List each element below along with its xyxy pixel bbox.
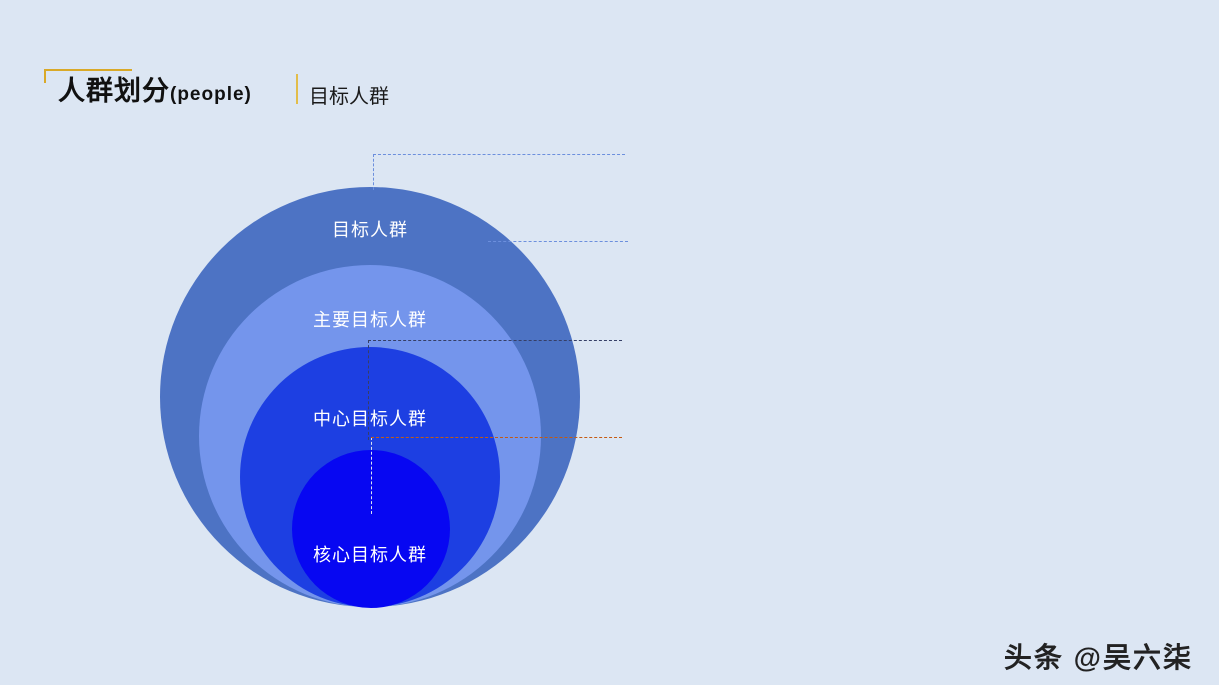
callout-line-ring4-vertical	[371, 437, 372, 514]
ring-label-level-1: 目标人群	[332, 220, 408, 240]
callout-line-ring1-vertical	[373, 154, 374, 190]
page-title: 人群划分(people)	[58, 76, 252, 110]
subtitle-accent-bar	[296, 74, 298, 104]
callout-line-ring2-horizontal	[488, 241, 628, 242]
section-subtitle: 目标人群	[309, 86, 389, 108]
ring-label-level-4: 核心目标人群	[313, 545, 427, 565]
callout-line-ring3-horizontal	[368, 340, 622, 341]
page-title-text: 人群划分	[58, 76, 170, 106]
ring-label-level-2: 主要目标人群	[313, 310, 427, 330]
ring-label-level-3: 中心目标人群	[313, 409, 427, 429]
callout-line-ring4-horizontal	[371, 437, 622, 438]
callout-line-ring3-vertical	[368, 340, 369, 440]
watermark: 头条 @吴六柒	[1003, 642, 1193, 673]
page-title-suffix: (people)	[170, 84, 252, 105]
callout-line-ring1-horizontal	[373, 154, 625, 155]
title-corner-accent	[44, 69, 132, 83]
